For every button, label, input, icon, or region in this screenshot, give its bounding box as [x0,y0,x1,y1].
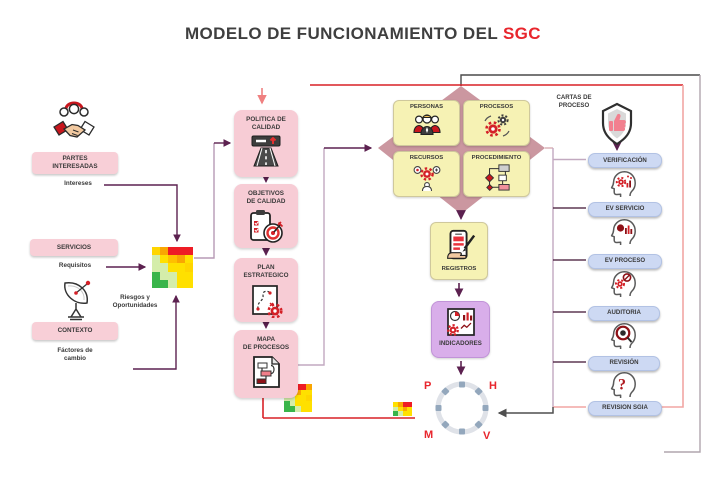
objetivos-calidad-label: OBJETIVOS DE CALIDAD [246,190,286,205]
pill-auditoria: AUDITORIA [588,305,660,321]
page-title-main: MODELO DE FUNCIONAMIENTO DEL [185,24,503,43]
head-review-question-icon: ? [610,372,636,398]
indicators-chart-icon [446,308,475,336]
road-sign-icon [251,135,281,167]
cartas-proceso-label: CARTAS DE PROCESO [556,94,592,109]
indicadores-box: INDICADORES [431,301,490,358]
context-satellite-icon [64,280,91,321]
flowchart-icon [484,164,510,192]
page-title-accent: SGC [502,24,541,43]
politica-calidad-box: POLITICA DE CALIDAD [234,110,298,177]
head-verification-icon [610,171,636,197]
riesgos-oportunidades-label: Riesgos y Oportunidades [112,294,158,309]
resources-icon [413,166,440,192]
plan-estrategico-box: PLAN ESTRATEGICO [234,258,298,322]
head-process-eval-icon [610,271,636,297]
factores-cambio-label: Fáctores de cambio [57,347,93,362]
pill-ev-servicio: EV SERVICIO [588,201,662,217]
pill-revision-sgia: REVISION SGIA [588,400,662,416]
indicadores-label: INDICADORES [439,340,482,347]
personas-label: PERSONAS [409,104,444,110]
shield-thumbsup-icon [601,102,633,146]
process-map-icon [253,355,280,388]
personas-box: PERSONAS [393,100,460,146]
page-title: MODELO DE FUNCIONAMIENTO DEL SGC [0,24,726,44]
question-mark-glyph: ? [618,377,626,394]
people-icon [412,114,441,136]
cycle-letter-h: H [489,380,497,392]
cycle-letter-p: P [424,380,432,392]
pill-ev-proceso: EV PROCESO [588,253,662,269]
cycle-letter-m: M [424,429,434,441]
head-audit-eye-icon [610,323,636,349]
procesos-label: PROCESOS [479,104,514,110]
procesos-box: PROCESOS [463,100,530,146]
partes-interesadas-box: PARTES INTERESADAS [32,152,118,174]
pill-revision: REVISIÓN [588,355,660,371]
procedimiento-label: PROCEDIMIENTO [471,155,522,161]
cycle-letter-v: V [483,430,491,442]
politica-calidad-label: POLITICA DE CALIDAD [246,116,286,131]
phva-cycle-ring [435,381,489,435]
requisitos-label: Requisitos [58,262,92,269]
mapa-procesos-box: MAPA DE PROCESOS [234,330,298,398]
servicios-box: SERVICIOS [30,239,118,256]
risk-matrix-main [152,247,193,288]
intereses-label: Intereses [64,180,92,187]
mapa-procesos-label: MAPA DE PROCESOS [242,336,290,351]
mobile-record-icon [447,229,476,260]
procedimiento-box: PROCEDIMIENTO [463,151,530,197]
registros-box: REGISTROS [430,222,488,280]
contexto-box: CONTEXTO [32,322,118,340]
registros-label: REGISTROS [441,266,477,272]
plan-estrategico-label: PLAN ESTRATEGICO [243,264,289,279]
recursos-label: RECURSOS [409,155,444,161]
head-service-eval-icon [610,219,636,245]
pill-verificacion: VERIFICACIÓN [588,153,662,168]
risk-matrix-cycle [393,402,412,416]
clipboard-target-icon [250,209,284,243]
gears-icon [483,114,510,138]
stakeholders-handshake-icon [53,101,95,138]
objetivos-calidad-box: OBJETIVOS DE CALIDAD [234,184,298,248]
recursos-box: RECURSOS [393,151,460,197]
strategy-map-icon [252,284,283,318]
